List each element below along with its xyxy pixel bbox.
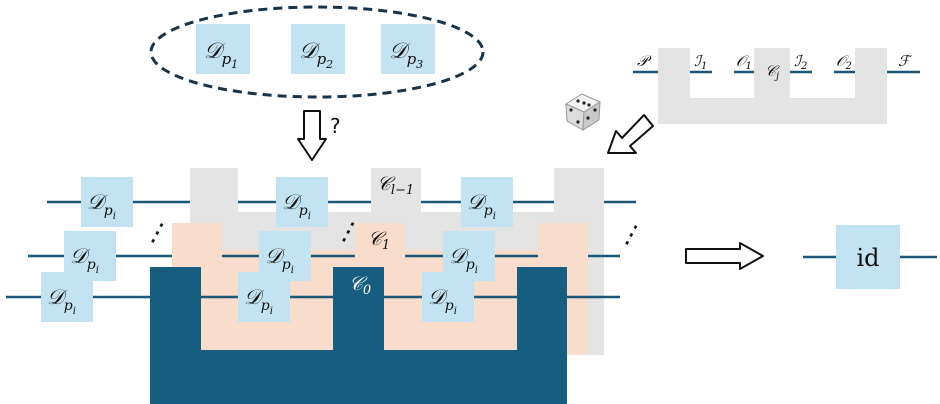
identity-result: id <box>803 225 937 289</box>
svg-text:𝒟pi: 𝒟pi <box>428 285 457 317</box>
channel-box: 𝒟pi <box>81 177 133 227</box>
small-comb <box>633 48 920 124</box>
label-f: ℱ <box>898 52 913 70</box>
svg-text:𝒟pi: 𝒟pi <box>449 244 478 276</box>
label-p: 𝒫 <box>637 52 652 70</box>
channel-box: 𝒟pi <box>422 272 474 322</box>
label-o2: 𝒪2 <box>836 52 852 72</box>
down-arrow-icon <box>297 110 327 161</box>
svg-text:𝒟p1: 𝒟p1 <box>204 39 238 71</box>
svg-text:𝒟pi: 𝒟pi <box>244 285 273 317</box>
dashed-cloud <box>149 5 485 99</box>
channel-box: 𝒟pi <box>41 272 93 322</box>
identity-label: id <box>856 244 879 272</box>
cloud-box-3: 𝒟p3 <box>381 24 435 74</box>
svg-text:𝒟pi: 𝒟pi <box>265 244 294 276</box>
svg-text:𝒟p2: 𝒟p2 <box>299 39 333 71</box>
ellipsis: ⋮ <box>139 214 176 253</box>
svg-text:𝒟pi: 𝒟pi <box>70 244 99 276</box>
diagonal-arrow-icon <box>607 114 654 154</box>
label-i2: ℐ2 <box>794 52 807 72</box>
svg-text:𝒟pi: 𝒟pi <box>87 190 116 222</box>
svg-text:𝒟pi: 𝒟pi <box>282 190 311 222</box>
label-o1: 𝒪1 <box>736 52 752 72</box>
dice-icon <box>564 93 602 131</box>
channel-box: 𝒟pi <box>461 177 513 227</box>
channel-box: 𝒟pi <box>238 272 290 322</box>
svg-text:𝒟pi: 𝒟pi <box>47 285 76 317</box>
svg-text:𝒟pi: 𝒟pi <box>467 190 496 222</box>
cloud-box-2: 𝒟p2 <box>291 24 345 74</box>
ellipsis: ⋮ <box>613 216 650 255</box>
dark-comb <box>150 267 567 404</box>
channel-box: 𝒟pi <box>276 177 328 227</box>
right-arrow-icon <box>685 242 764 270</box>
question-mark: ? <box>330 114 341 138</box>
cloud-box-1: 𝒟p1 <box>196 24 250 74</box>
svg-text:𝒟p3: 𝒟p3 <box>389 39 423 71</box>
label-i1: ℐ1 <box>694 52 707 72</box>
